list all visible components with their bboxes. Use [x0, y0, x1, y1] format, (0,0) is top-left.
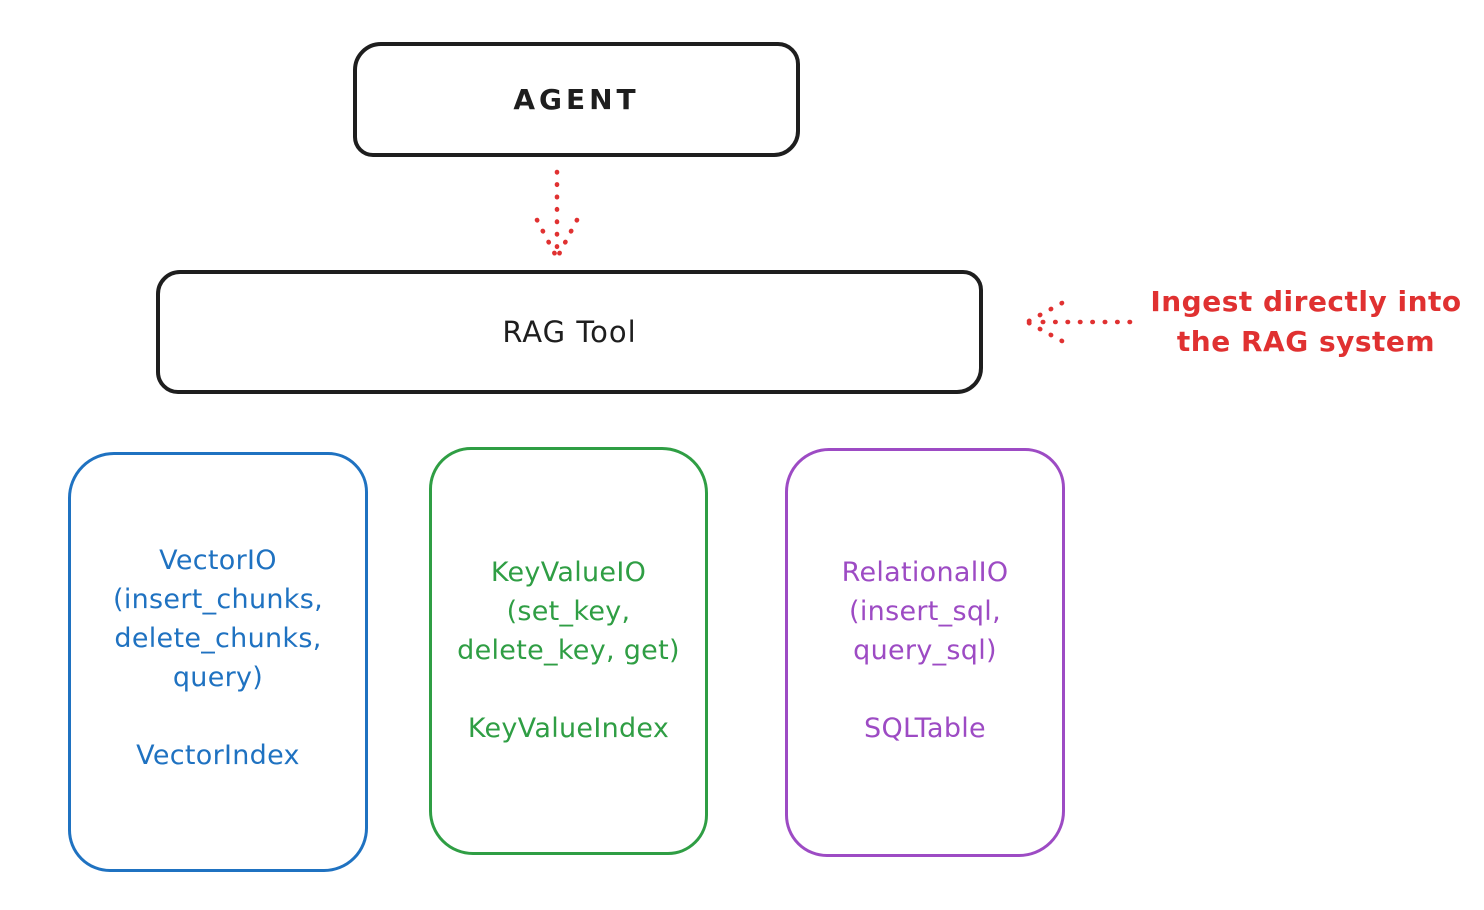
- annotation-line-1: Ingest directly into: [1150, 285, 1462, 318]
- relational-io-title-line: (insert_sql,: [849, 596, 1001, 627]
- keyvalue-io-title-line: (set_key,: [506, 596, 631, 627]
- relational-io-box: RelationalIO (insert_sql, query_sql) SQL…: [785, 448, 1065, 857]
- keyvalue-io-box: KeyValueIO (set_key, delete_key, get) Ke…: [429, 447, 708, 855]
- vector-io-title-line: (insert_chunks,: [113, 584, 323, 615]
- agent-label: AGENT: [513, 83, 640, 116]
- relational-io-title-line: query_sql): [853, 635, 997, 666]
- rag-tool-label: RAG Tool: [502, 315, 637, 349]
- agent-node: AGENT: [353, 42, 800, 157]
- arrow-annotation-to-rag-icon: [1026, 300, 1133, 344]
- vector-io-title-line: delete_chunks,: [114, 623, 322, 654]
- vector-index-label: VectorIndex: [136, 740, 300, 771]
- ingest-annotation: Ingest directly into the RAG system: [1135, 282, 1477, 362]
- sql-table-label: SQLTable: [864, 713, 986, 744]
- keyvalue-io-title-line: delete_key, get): [457, 635, 680, 666]
- keyvalue-index-label: KeyValueIndex: [467, 713, 670, 744]
- vector-io-title-line: query): [172, 662, 264, 693]
- vector-io-title-line: VectorIO: [159, 545, 277, 576]
- arrow-agent-to-rag-icon: [534, 169, 580, 259]
- vector-io-box: VectorIO (insert_chunks, delete_chunks, …: [68, 452, 368, 872]
- rag-tool-node: RAG Tool: [156, 270, 983, 394]
- relational-io-title-line: RelationalIO: [841, 557, 1009, 588]
- keyvalue-io-title-line: KeyValueIO: [490, 557, 647, 588]
- annotation-line-2: the RAG system: [1176, 325, 1436, 358]
